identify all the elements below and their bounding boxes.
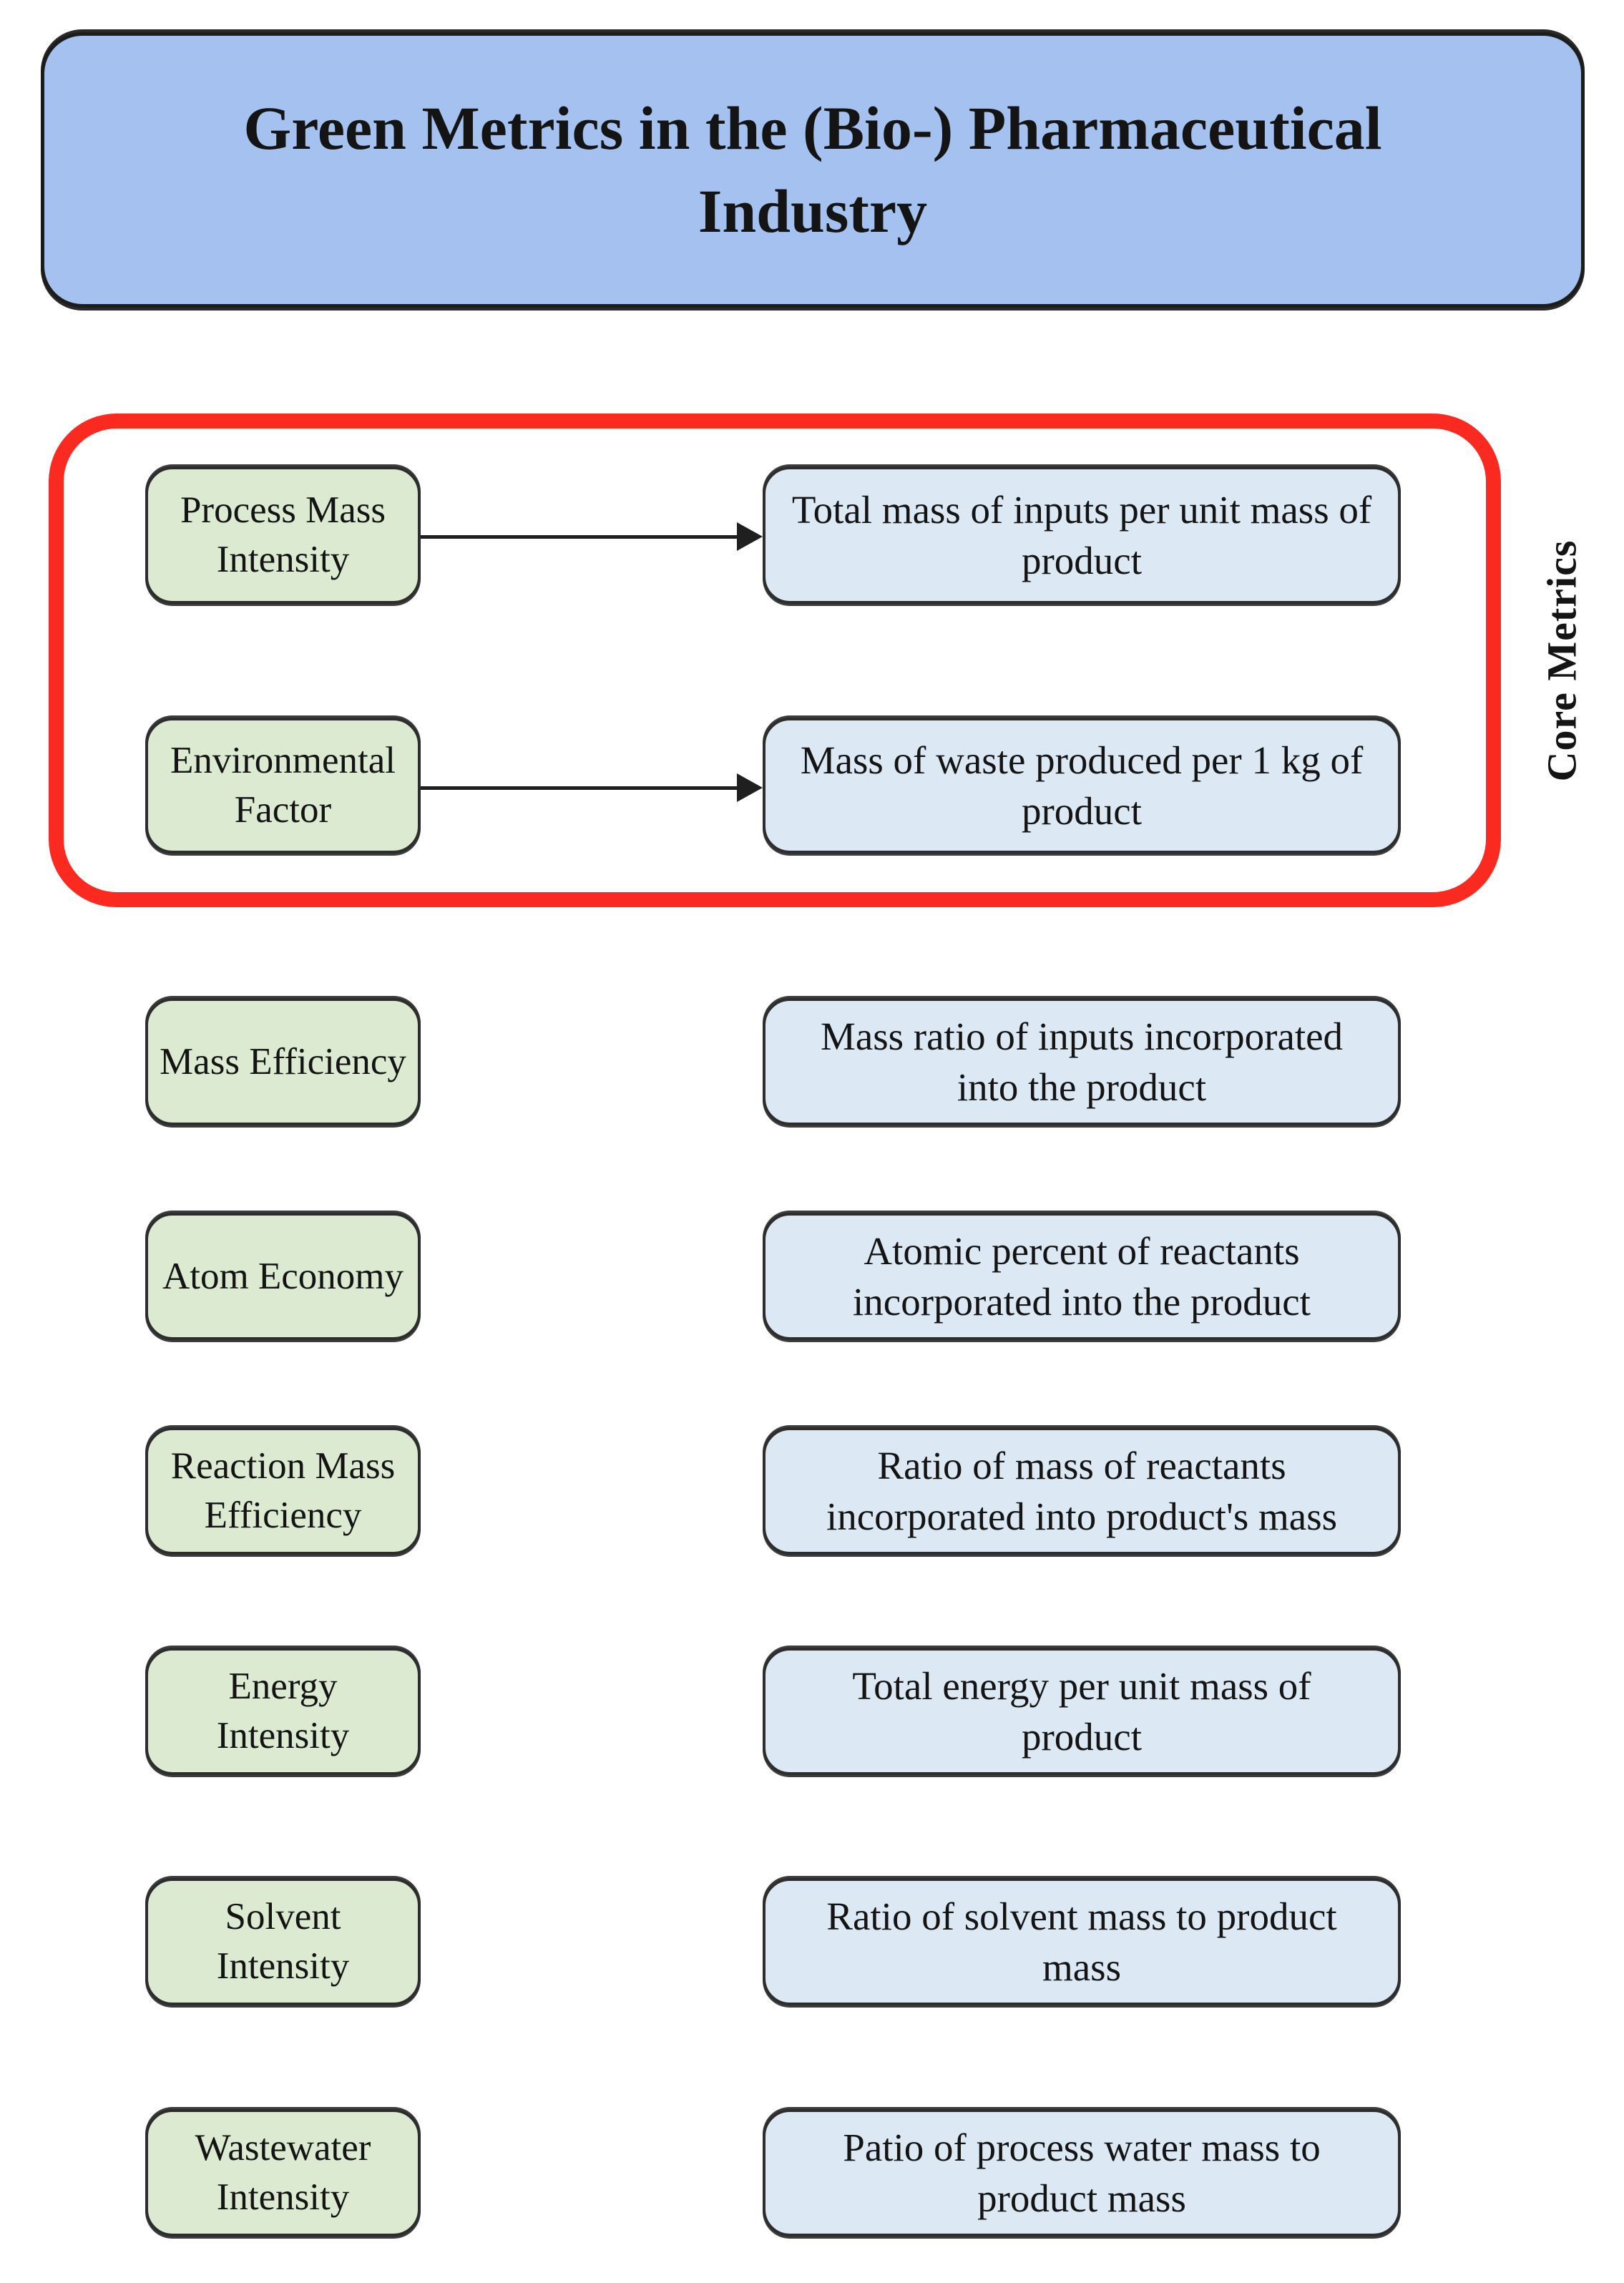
description-text: Ratio of solvent mass to product mass xyxy=(826,1894,1337,1990)
diagram-title: Green Metrics in the (Bio-) Pharmaceutic… xyxy=(243,94,1382,245)
metric-box-mass-efficiency: Mass Efficiency xyxy=(145,998,421,1125)
description-text: Total mass of inputs per unit mass of pr… xyxy=(791,487,1372,583)
description-box-process-mass-intensity: Total mass of inputs per unit mass of pr… xyxy=(763,466,1401,604)
arrow-head-icon xyxy=(737,773,763,802)
arrow-line xyxy=(421,535,740,539)
description-box-solvent-intensity: Ratio of solvent mass to product mass xyxy=(763,1878,1401,2005)
metric-box-environmental-factor: Environmental Factor xyxy=(145,718,421,854)
description-box-wastewater-intensity: Patio of process water mass to product m… xyxy=(763,2109,1401,2236)
description-box-environmental-factor: Mass of waste produced per 1 kg of produ… xyxy=(763,718,1401,854)
metric-label: Environmental Factor xyxy=(170,740,396,831)
core-metrics-label-container: Core Metrics xyxy=(1500,415,1624,906)
metric-label: Wastewater Intensity xyxy=(195,2127,371,2218)
core-metrics-frame xyxy=(49,414,1501,907)
metric-box-reaction-mass-efficiency: Reaction Mass Efficiency xyxy=(145,1427,421,1555)
description-text: Atomic percent of reactants incorporated… xyxy=(853,1228,1311,1324)
description-text: Mass of waste produced per 1 kg of produ… xyxy=(800,738,1364,833)
diagram-title-banner: Green Metrics in the (Bio-) Pharmaceutic… xyxy=(41,32,1585,308)
metric-box-energy-intensity: Energy Intensity xyxy=(145,1648,421,1775)
arrow-line xyxy=(421,786,740,790)
description-text: Mass ratio of inputs incorporated into t… xyxy=(820,1014,1344,1110)
metric-box-wastewater-intensity: Wastewater Intensity xyxy=(145,2109,421,2236)
description-text: Patio of process water mass to product m… xyxy=(843,2125,1321,2221)
metric-label: Reaction Mass Efficiency xyxy=(170,1445,396,1536)
description-box-atom-economy: Atomic percent of reactants incorporated… xyxy=(763,1213,1401,1340)
description-box-energy-intensity: Total energy per unit mass of product xyxy=(763,1648,1401,1775)
description-box-reaction-mass-efficiency: Ratio of mass of reactants incorporated … xyxy=(763,1427,1401,1555)
metric-label: Energy Intensity xyxy=(216,1666,350,1756)
arrow-head-icon xyxy=(737,522,763,551)
description-box-mass-efficiency: Mass ratio of inputs incorporated into t… xyxy=(763,998,1401,1125)
metric-label: Mass Efficiency xyxy=(160,1040,406,1082)
metric-label: Process Mass Intensity xyxy=(180,489,386,580)
description-text: Total energy per unit mass of product xyxy=(852,1663,1311,1759)
metric-box-solvent-intensity: Solvent Intensity xyxy=(145,1878,421,2005)
metric-box-process-mass-intensity: Process Mass Intensity xyxy=(145,466,421,604)
metric-box-atom-economy: Atom Economy xyxy=(145,1213,421,1340)
description-text: Ratio of mass of reactants incorporated … xyxy=(826,1443,1338,1539)
core-metrics-label: Core Metrics xyxy=(1538,539,1585,781)
metric-label: Solvent Intensity xyxy=(216,1896,350,1987)
metric-label: Atom Economy xyxy=(162,1255,404,1297)
